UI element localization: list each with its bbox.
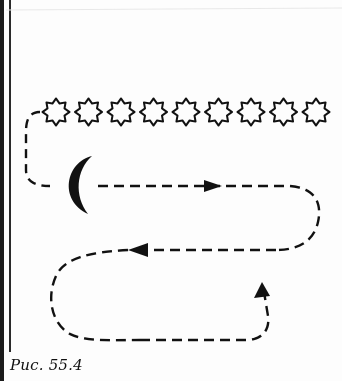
dashed-path-start [24,110,51,188]
eight-pointed-star-icon [301,97,331,127]
eight-pointed-star-icon [139,97,168,127]
eight-pointed-star-icon [171,97,201,127]
crescent-moon-icon [68,156,92,214]
star-row [41,97,331,127]
top-frame-line [5,7,342,11]
eight-pointed-star-icon [74,97,103,127]
dashed-path-left-turn [49,248,141,342]
eight-pointed-star-icon [106,97,136,127]
eight-pointed-star-icon [41,97,71,127]
left-page-edge [0,0,4,381]
arrowhead-left-icon [128,243,148,257]
figure-caption: Рис. 55.4 [10,356,83,374]
eight-pointed-star-icon [236,97,266,127]
eight-pointed-star-icon [269,97,298,127]
arrowhead-up-icon [254,282,270,298]
dashed-path-bottom-run [140,291,270,342]
eight-pointed-star-icon [204,97,233,127]
arrowhead-right-icon [204,180,222,192]
dashed-path-right-turn [275,184,321,252]
